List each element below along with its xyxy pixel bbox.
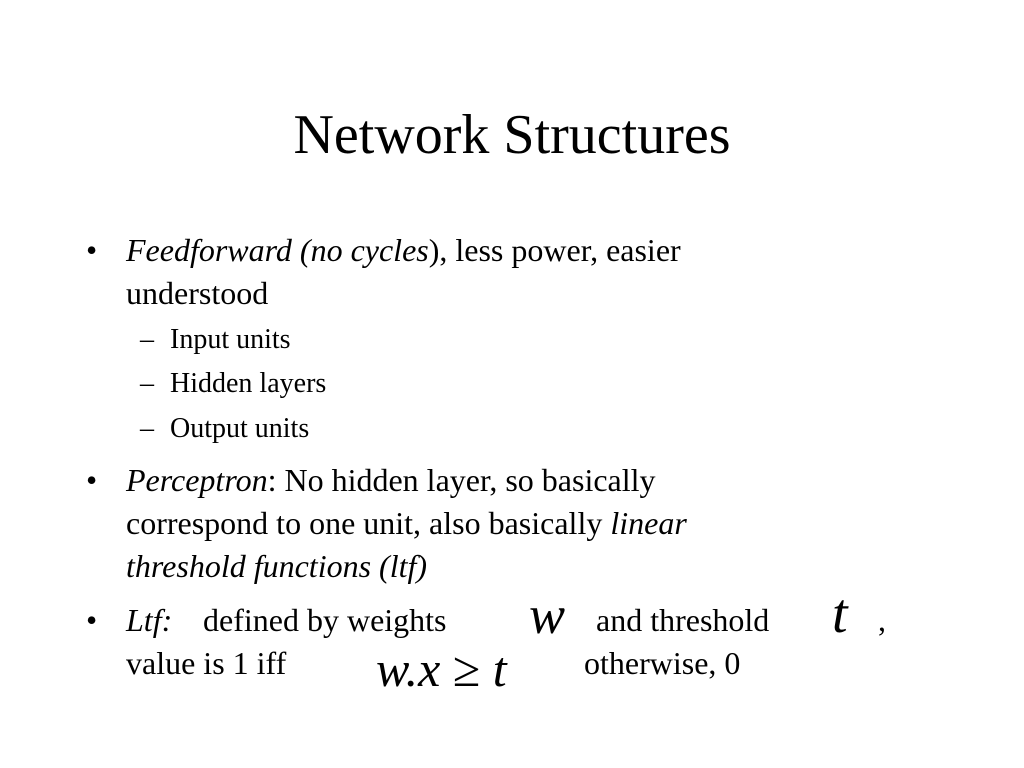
bullet-perceptron-line2: correspond to one unit, also basically l…	[126, 501, 687, 545]
perceptron-line2-italic: linear	[610, 505, 687, 541]
math-expression: w.x ≥ t	[376, 644, 507, 694]
slide-title: Network Structures	[293, 104, 731, 166]
subitem-output-units: Output units	[170, 413, 310, 444]
ltf-term: Ltf:	[126, 602, 173, 638]
math-expr-op: ≥	[452, 641, 481, 697]
perceptron-term: Perceptron	[126, 462, 268, 498]
sub-dash: –	[140, 324, 154, 355]
subitem-input-units: Input units	[170, 324, 291, 355]
feedforward-term: Feedforward (no cycles	[126, 232, 429, 268]
ltf-line2-value: value is 1 iff	[126, 645, 287, 681]
bullet-feedforward-line1: Feedforward (no cycles), less power, eas…	[126, 228, 681, 272]
bullet-marker: •	[86, 602, 98, 638]
math-w: w	[529, 585, 566, 645]
math-t: t	[832, 583, 848, 645]
math-expr-lhs: w.x	[376, 641, 441, 697]
sub-dash: –	[140, 368, 154, 399]
subitem-hidden-layers: Hidden layers	[170, 368, 327, 399]
ltf-line2-otherwise: otherwise, 0	[584, 645, 741, 681]
ltf-comma: ,	[878, 602, 886, 638]
bullet-marker: •	[86, 462, 98, 498]
sub-dash: –	[140, 413, 154, 444]
bullet-perceptron-line1: Perceptron: No hidden layer, so basicall…	[126, 458, 656, 502]
ltf-text-weights: defined by weights	[203, 602, 447, 638]
bullet-feedforward-line2: understood	[126, 275, 269, 311]
ltf-text-threshold: and threshold	[596, 602, 770, 638]
bullet-marker: •	[86, 232, 98, 268]
bullet-perceptron-line3: threshold functions (ltf)	[126, 548, 428, 584]
perceptron-desc: : No hidden layer, so basically	[267, 462, 656, 498]
feedforward-desc: ), less power, easier	[428, 232, 681, 268]
math-expr-rhs: t	[492, 641, 507, 697]
perceptron-line2-text: correspond to one unit, also basically	[126, 505, 611, 541]
